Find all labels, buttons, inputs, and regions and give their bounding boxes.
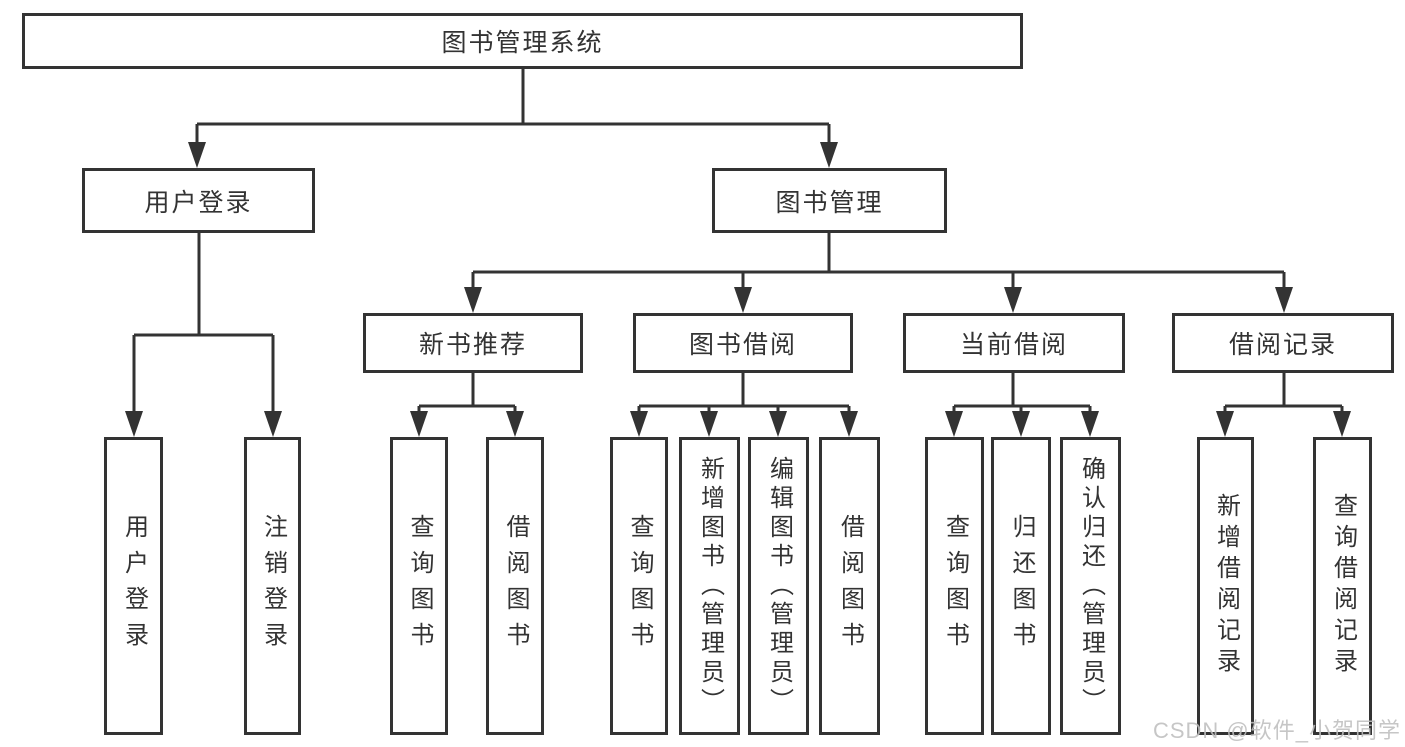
connector-paths <box>132 69 1344 414</box>
leaf-current-confirm: 确认归还（管理员） <box>1060 437 1121 735</box>
watermark: CSDN @软件_小贺同学 <box>1152 718 1401 743</box>
arrowhead-icon <box>188 142 206 168</box>
arrowhead-icon <box>734 287 752 313</box>
leaf-newbook-borrow: 借阅图书 <box>486 437 544 735</box>
arrowhead-icon <box>700 411 718 437</box>
leaf-records-add: 新增借阅记录 <box>1197 437 1254 735</box>
node-book-management-label: 图书管理 <box>775 188 884 217</box>
arrowhead-icon <box>1275 287 1293 313</box>
arrowhead-icon <box>1333 411 1351 437</box>
leaf-borrow-borrow-label: 借阅图书 <box>836 514 864 658</box>
node-new-book-recommend-label: 新书推荐 <box>418 331 527 359</box>
leaf-newbook-query: 查询图书 <box>390 437 448 735</box>
leaf-records-query-label: 查询借阅记录 <box>1329 493 1357 679</box>
node-root-label: 图书管理系统 <box>441 29 604 57</box>
arrowhead-icon <box>630 411 648 437</box>
node-current-borrow: 当前借阅 <box>903 313 1125 373</box>
leaf-records-add-label: 新增借阅记录 <box>1212 493 1240 679</box>
leaf-borrow-edit-label: 编辑图书（管理员） <box>765 455 793 717</box>
node-book-borrow-label: 图书借阅 <box>688 331 797 359</box>
arrowhead-icon <box>1216 411 1234 437</box>
arrowhead-icon <box>410 411 428 437</box>
leaf-user-login-label: 用户登录 <box>120 514 148 658</box>
arrowhead-icon <box>1081 411 1099 437</box>
arrowhead-icon <box>506 411 524 437</box>
node-current-borrow-label: 当前借阅 <box>959 331 1068 359</box>
arrowhead-icon <box>125 411 143 437</box>
node-borrow-records: 借阅记录 <box>1172 313 1394 373</box>
arrowhead-icon <box>464 287 482 313</box>
arrowhead-icon <box>820 142 838 168</box>
leaf-current-return: 归还图书 <box>991 437 1051 735</box>
arrowhead-icons <box>125 142 1351 437</box>
leaf-borrow-edit: 编辑图书（管理员） <box>748 437 809 735</box>
leaf-records-query: 查询借阅记录 <box>1313 437 1372 735</box>
leaf-borrow-query-label: 查询图书 <box>626 514 653 658</box>
leaf-logout-label: 注销登录 <box>259 514 287 658</box>
node-user-login-label: 用户登录 <box>144 188 253 217</box>
leaf-user-login: 用户登录 <box>104 437 163 735</box>
node-book-management: 图书管理 <box>712 168 947 233</box>
leaf-borrow-query: 查询图书 <box>610 437 668 735</box>
arrowhead-icon <box>945 411 963 437</box>
node-borrow-records-label: 借阅记录 <box>1228 331 1337 359</box>
arrowhead-icon <box>769 411 787 437</box>
arrowhead-icon <box>1004 287 1022 313</box>
arrowhead-icon <box>1012 411 1030 437</box>
leaf-newbook-borrow-label: 借阅图书 <box>502 514 529 658</box>
leaf-current-query: 查询图书 <box>925 437 984 735</box>
node-new-book-recommend: 新书推荐 <box>363 313 583 373</box>
leaf-logout: 注销登录 <box>244 437 301 735</box>
leaf-current-query-label: 查询图书 <box>941 514 969 658</box>
node-user-login: 用户登录 <box>82 168 315 233</box>
arrowhead-icon <box>840 411 858 437</box>
arrowhead-icon <box>264 411 282 437</box>
leaf-borrow-add: 新增图书（管理员） <box>679 437 740 735</box>
node-root: 图书管理系统 <box>22 13 1023 69</box>
leaf-current-return-label: 归还图书 <box>1008 514 1035 658</box>
leaf-newbook-query-label: 查询图书 <box>406 514 433 658</box>
leaf-borrow-borrow: 借阅图书 <box>819 437 880 735</box>
leaf-current-confirm-label: 确认归还（管理员） <box>1077 455 1105 717</box>
leaf-borrow-add-label: 新增图书（管理员） <box>696 455 724 717</box>
node-book-borrow: 图书借阅 <box>633 313 853 373</box>
